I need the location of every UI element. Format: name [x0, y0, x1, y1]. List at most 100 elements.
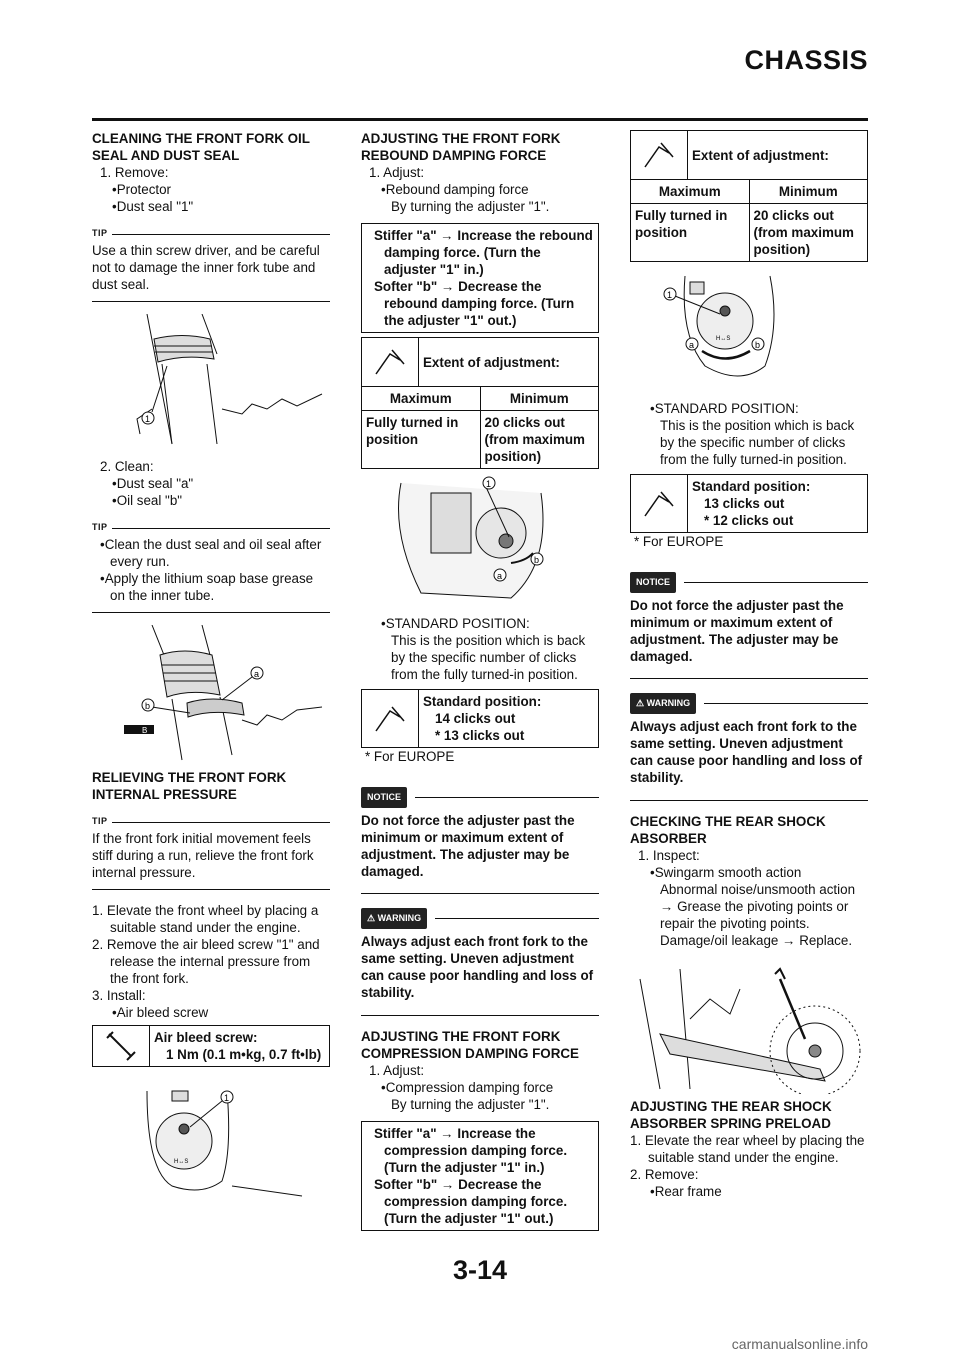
spec-icon [362, 338, 419, 386]
torque-spec-box: Air bleed screw: 1 Nm (0.1 m•kg, 0.7 ft•… [92, 1025, 330, 1067]
step: 2. Clean: [100, 459, 154, 474]
tip-label: TIP [92, 813, 330, 830]
softer-text: Softer "b" → Decrease the rebound dampin… [374, 279, 575, 328]
step: 1. Remove: [100, 165, 169, 180]
rebound-direction-box: Stiffer "a" → Increase the rebound dampi… [361, 223, 599, 333]
column-3: Extent of adjustment: Maximum Minimum Fu… [630, 130, 868, 1200]
notice-badge: NOTICE [630, 572, 677, 593]
stiffer-text: Stiffer "a" → Increase the rebound dampi… [374, 228, 593, 277]
warning-header: ⚠ WARNING [361, 908, 599, 930]
warning-header: ⚠ WARNING [630, 693, 868, 715]
step: 1. Adjust: [369, 165, 425, 180]
stiffer-text: Stiffer "a" → Increase the compression d… [374, 1125, 568, 1175]
compression-direction-box: Stiffer "a" → Increase the compression d… [361, 1120, 599, 1231]
section-title: RELIEVING THE FRONT FORK INTERNAL PRESSU… [92, 770, 287, 802]
h-s-label: H↔S [174, 1159, 188, 1165]
min-header: Minimum [748, 180, 868, 203]
notice-end-rule [630, 678, 868, 680]
callout-1: 1 [145, 414, 150, 424]
section-title: ADJUSTING THE FRONT FORK COMPRESSION DAM… [361, 1028, 579, 1061]
tip-label: TIP [92, 519, 330, 536]
fork-seal-grease-illustration: a b B [92, 624, 330, 765]
callout-1: 1 [486, 479, 491, 489]
column-2: ADJUSTING THE FRONT FORK REBOUND DAMPING… [361, 130, 599, 1231]
fork-seal-illustration: 1 [92, 313, 330, 454]
torque-wrench-icon [93, 1026, 150, 1066]
rear-swingarm-illustration [630, 959, 868, 1097]
bullet: •Swingarm smooth action [650, 864, 802, 880]
min-value: 20 clicks out (from maximum position) [479, 411, 599, 468]
bullet-detail: This is the position which is back by th… [391, 633, 586, 682]
min-value: 20 clicks out (from maximum position) [748, 204, 868, 261]
softer-text: Softer "b" → Decrease the compression da… [374, 1176, 568, 1226]
section-title: CLEANING THE FRONT FORK OIL SEAL AND DUS… [92, 131, 310, 163]
step: 1. Adjust: [369, 1062, 425, 1078]
step: 2. Remove: [630, 1166, 699, 1182]
warning-badge: ⚠ WARNING [361, 908, 428, 930]
step: 3. Install: [92, 988, 146, 1003]
bullet-detail: By turning the adjuster "1". [391, 199, 550, 214]
grease-icon: B [142, 726, 147, 735]
standard-position-box: Standard position: 14 clicks out * 13 cl… [361, 689, 599, 748]
callout-b: b [145, 701, 150, 711]
tip-end-rule [92, 612, 330, 613]
standard-value-europe: * 12 clicks out [704, 513, 794, 528]
h-s-label: H↔S [716, 336, 730, 342]
bullet: •Rebound damping force [381, 182, 529, 197]
spec-icon [631, 131, 688, 179]
callout-b: b [534, 555, 539, 565]
callout-1: 1 [667, 290, 672, 300]
section-title: ADJUSTING THE REAR SHOCK ABSORBER SPRING… [630, 1098, 832, 1131]
notice-badge: NOTICE [361, 787, 408, 808]
notice-header: NOTICE [630, 572, 868, 593]
notice-text: Do not force the adjuster past the minim… [630, 598, 844, 664]
standard-title: Standard position: [692, 479, 811, 494]
tip-bullet: •Clean the dust seal and oil seal after … [100, 537, 322, 569]
notice-end-rule [361, 893, 599, 895]
step: 1. Elevate the rear wheel by placing the… [630, 1132, 865, 1165]
bullet: •Compression damping force [381, 1079, 554, 1095]
bullet-detail: Abnormal noise/unsmooth action → Grease … [660, 881, 856, 931]
step: 1. Elevate the front wheel by placing a … [92, 903, 319, 935]
max-value: Fully turned in position [635, 208, 728, 240]
footnote: * For EUROPE [634, 534, 724, 549]
section-title: ADJUSTING THE FRONT FORK REBOUND DAMPING… [361, 131, 561, 163]
warning-badge: ⚠ WARNING [630, 693, 697, 715]
callout-a: a [689, 340, 694, 350]
air-bleed-screw-illustration: H↔S 1 [92, 1071, 330, 1201]
standard-position-box: Standard position: 13 clicks out * 12 cl… [630, 474, 868, 533]
extent-box: Extent of adjustment: Maximum Minimum Fu… [361, 337, 599, 469]
warning-text: Always adjust each front fork to the sam… [361, 934, 594, 1001]
standard-value: 13 clicks out [704, 496, 785, 511]
bullet: •Dust seal "1" [112, 199, 194, 214]
extent-title: Extent of adjustment: [692, 147, 829, 163]
notice-text: Do not force the adjuster past the minim… [361, 813, 575, 879]
step: 1. Inspect: [638, 847, 700, 863]
header-rule [92, 118, 868, 121]
torque-value: 1 Nm (0.1 m•kg, 0.7 ft•lb) [166, 1047, 322, 1062]
spec-icon [631, 475, 688, 532]
rebound-adjuster-illustration: 1 a b [361, 473, 599, 611]
callout-a: a [254, 669, 259, 679]
bullet: •Oil seal "b" [112, 493, 183, 508]
standard-value: 14 clicks out [435, 711, 516, 726]
column-1: CLEANING THE FRONT FORK OIL SEAL AND DUS… [92, 130, 330, 1205]
section-title: CHECKING THE REAR SHOCK ABSORBER [630, 813, 826, 846]
extent-box: Extent of adjustment: Maximum Minimum Fu… [630, 130, 868, 262]
tip-bullet: •Apply the lithium soap base grease on t… [100, 571, 314, 603]
bullet-detail: Damage/oil leakage → Replace. [660, 932, 853, 948]
spec-icon [362, 690, 419, 747]
standard-title: Standard position: [423, 694, 542, 709]
warning-text: Always adjust each front fork to the sam… [630, 719, 863, 786]
page-title: CHASSIS [744, 45, 868, 75]
min-header: Minimum [479, 387, 599, 410]
page-number: 3-14 [452, 1255, 508, 1285]
bullet: •STANDARD POSITION: [381, 616, 530, 631]
warning-end-rule [361, 1014, 599, 1016]
tip-end-rule [92, 889, 330, 890]
tip-text: If the front fork initial movement feels… [92, 831, 314, 880]
watermark: carmanualsonline.info [731, 1336, 868, 1352]
bullet: •Air bleed screw [112, 1005, 209, 1020]
bullet: •Dust seal "a" [112, 476, 194, 491]
footnote: * For EUROPE [365, 749, 455, 764]
